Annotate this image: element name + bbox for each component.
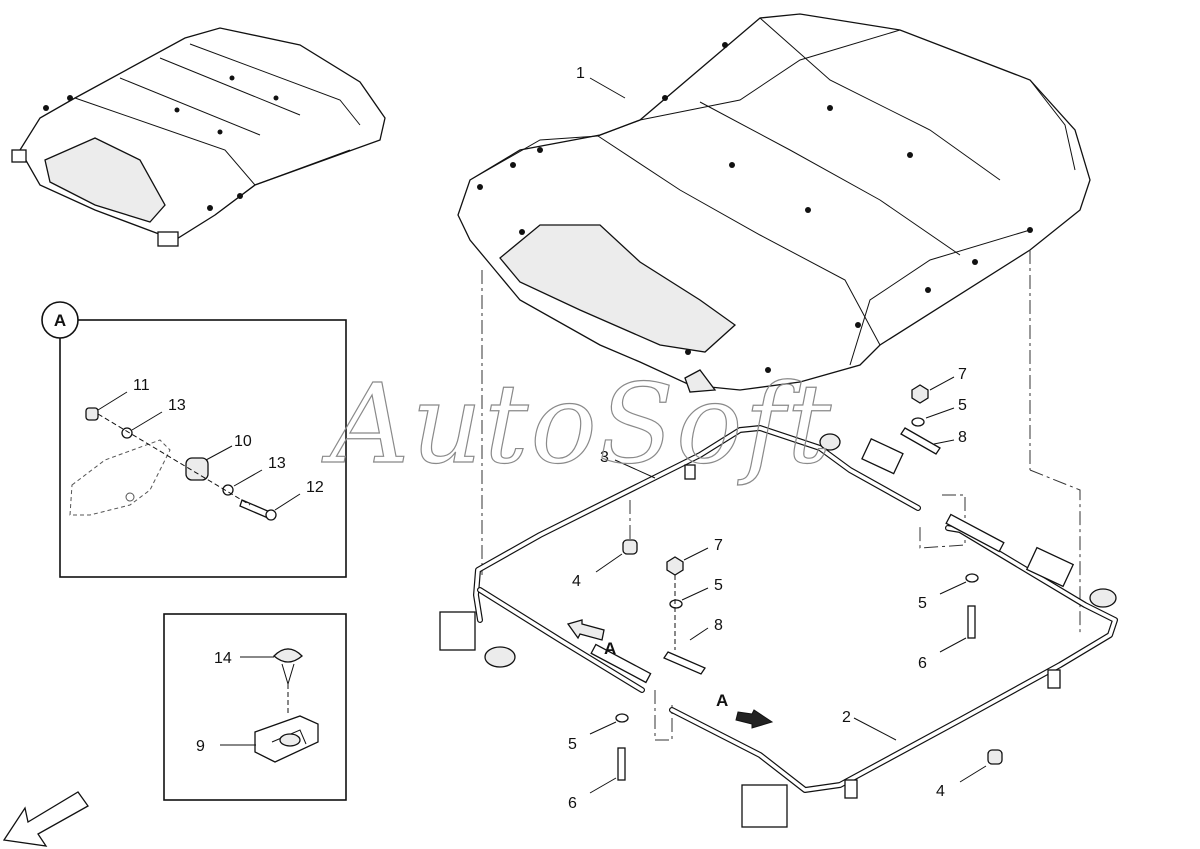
callout-13b: 13 xyxy=(268,455,286,472)
view-arrow-icon xyxy=(566,619,605,641)
callout-11: 11 xyxy=(133,377,150,394)
callout-13a: 13 xyxy=(168,397,186,414)
plate-8a xyxy=(900,427,941,455)
hinge-bottom xyxy=(741,784,788,828)
callout-5c: 5 xyxy=(568,736,577,753)
callout-3: 3 xyxy=(600,449,609,466)
callout-6b: 6 xyxy=(918,655,927,672)
callout-2: 2 xyxy=(842,709,851,726)
callout-8b: 8 xyxy=(714,617,723,634)
callout-5a: 5 xyxy=(958,397,967,414)
bumper-4a xyxy=(622,539,638,555)
fasteners: 7 5 8 7 5 8 4 4 5 6 5 6 xyxy=(568,366,1003,812)
washer-13a xyxy=(121,427,133,439)
callout-10: 10 xyxy=(234,433,252,450)
plate-8b xyxy=(663,651,706,675)
callout-12: 12 xyxy=(306,479,324,496)
bushing-10 xyxy=(185,457,209,481)
callout-1: 1 xyxy=(576,65,585,82)
detail-a-label: A xyxy=(54,311,66,330)
view-arrow-icon xyxy=(735,709,774,729)
callout-7b: 7 xyxy=(714,537,723,554)
callout-9: 9 xyxy=(196,738,205,755)
washer-13b xyxy=(222,484,234,496)
detail-a-box: A 11 13 10 13 12 xyxy=(41,301,347,578)
watermark: AutoSoft xyxy=(321,360,833,488)
view-arrow-label-2: A xyxy=(716,691,728,710)
detail-a-badge xyxy=(41,301,79,339)
bolt-6b xyxy=(967,605,976,639)
screw-14 xyxy=(273,648,303,663)
view-arrow-2: A xyxy=(716,691,774,729)
view-arrow-1: A xyxy=(566,619,616,658)
view-arrow-label-1: A xyxy=(604,639,616,658)
bolt-6a xyxy=(617,747,626,781)
bumper-4b xyxy=(987,749,1003,765)
callout-7a: 7 xyxy=(958,366,967,383)
callout-5b: 5 xyxy=(714,577,723,594)
nut-7b xyxy=(666,556,684,576)
nut-11 xyxy=(85,407,99,421)
washer-5c xyxy=(615,713,629,723)
canopy-overview xyxy=(11,27,386,247)
frame: 3 2 xyxy=(439,425,1118,828)
callout-14: 14 xyxy=(214,650,232,667)
alignment-lines xyxy=(481,250,1081,741)
detail-clip-box: 14 9 xyxy=(163,613,347,801)
callout-5d: 5 xyxy=(918,595,927,612)
washer-5b xyxy=(669,599,683,609)
hinge-left xyxy=(439,611,476,651)
callout-4b: 4 xyxy=(936,783,945,800)
nut-7a xyxy=(911,384,929,404)
callout-8a: 8 xyxy=(958,429,967,446)
washer-5a xyxy=(911,417,925,427)
orientation-arrow-icon xyxy=(2,791,89,847)
canopy-main: 1 xyxy=(457,13,1091,393)
callout-4a: 4 xyxy=(572,573,581,590)
washer-5d xyxy=(965,573,979,583)
callout-6a: 6 xyxy=(568,795,577,812)
